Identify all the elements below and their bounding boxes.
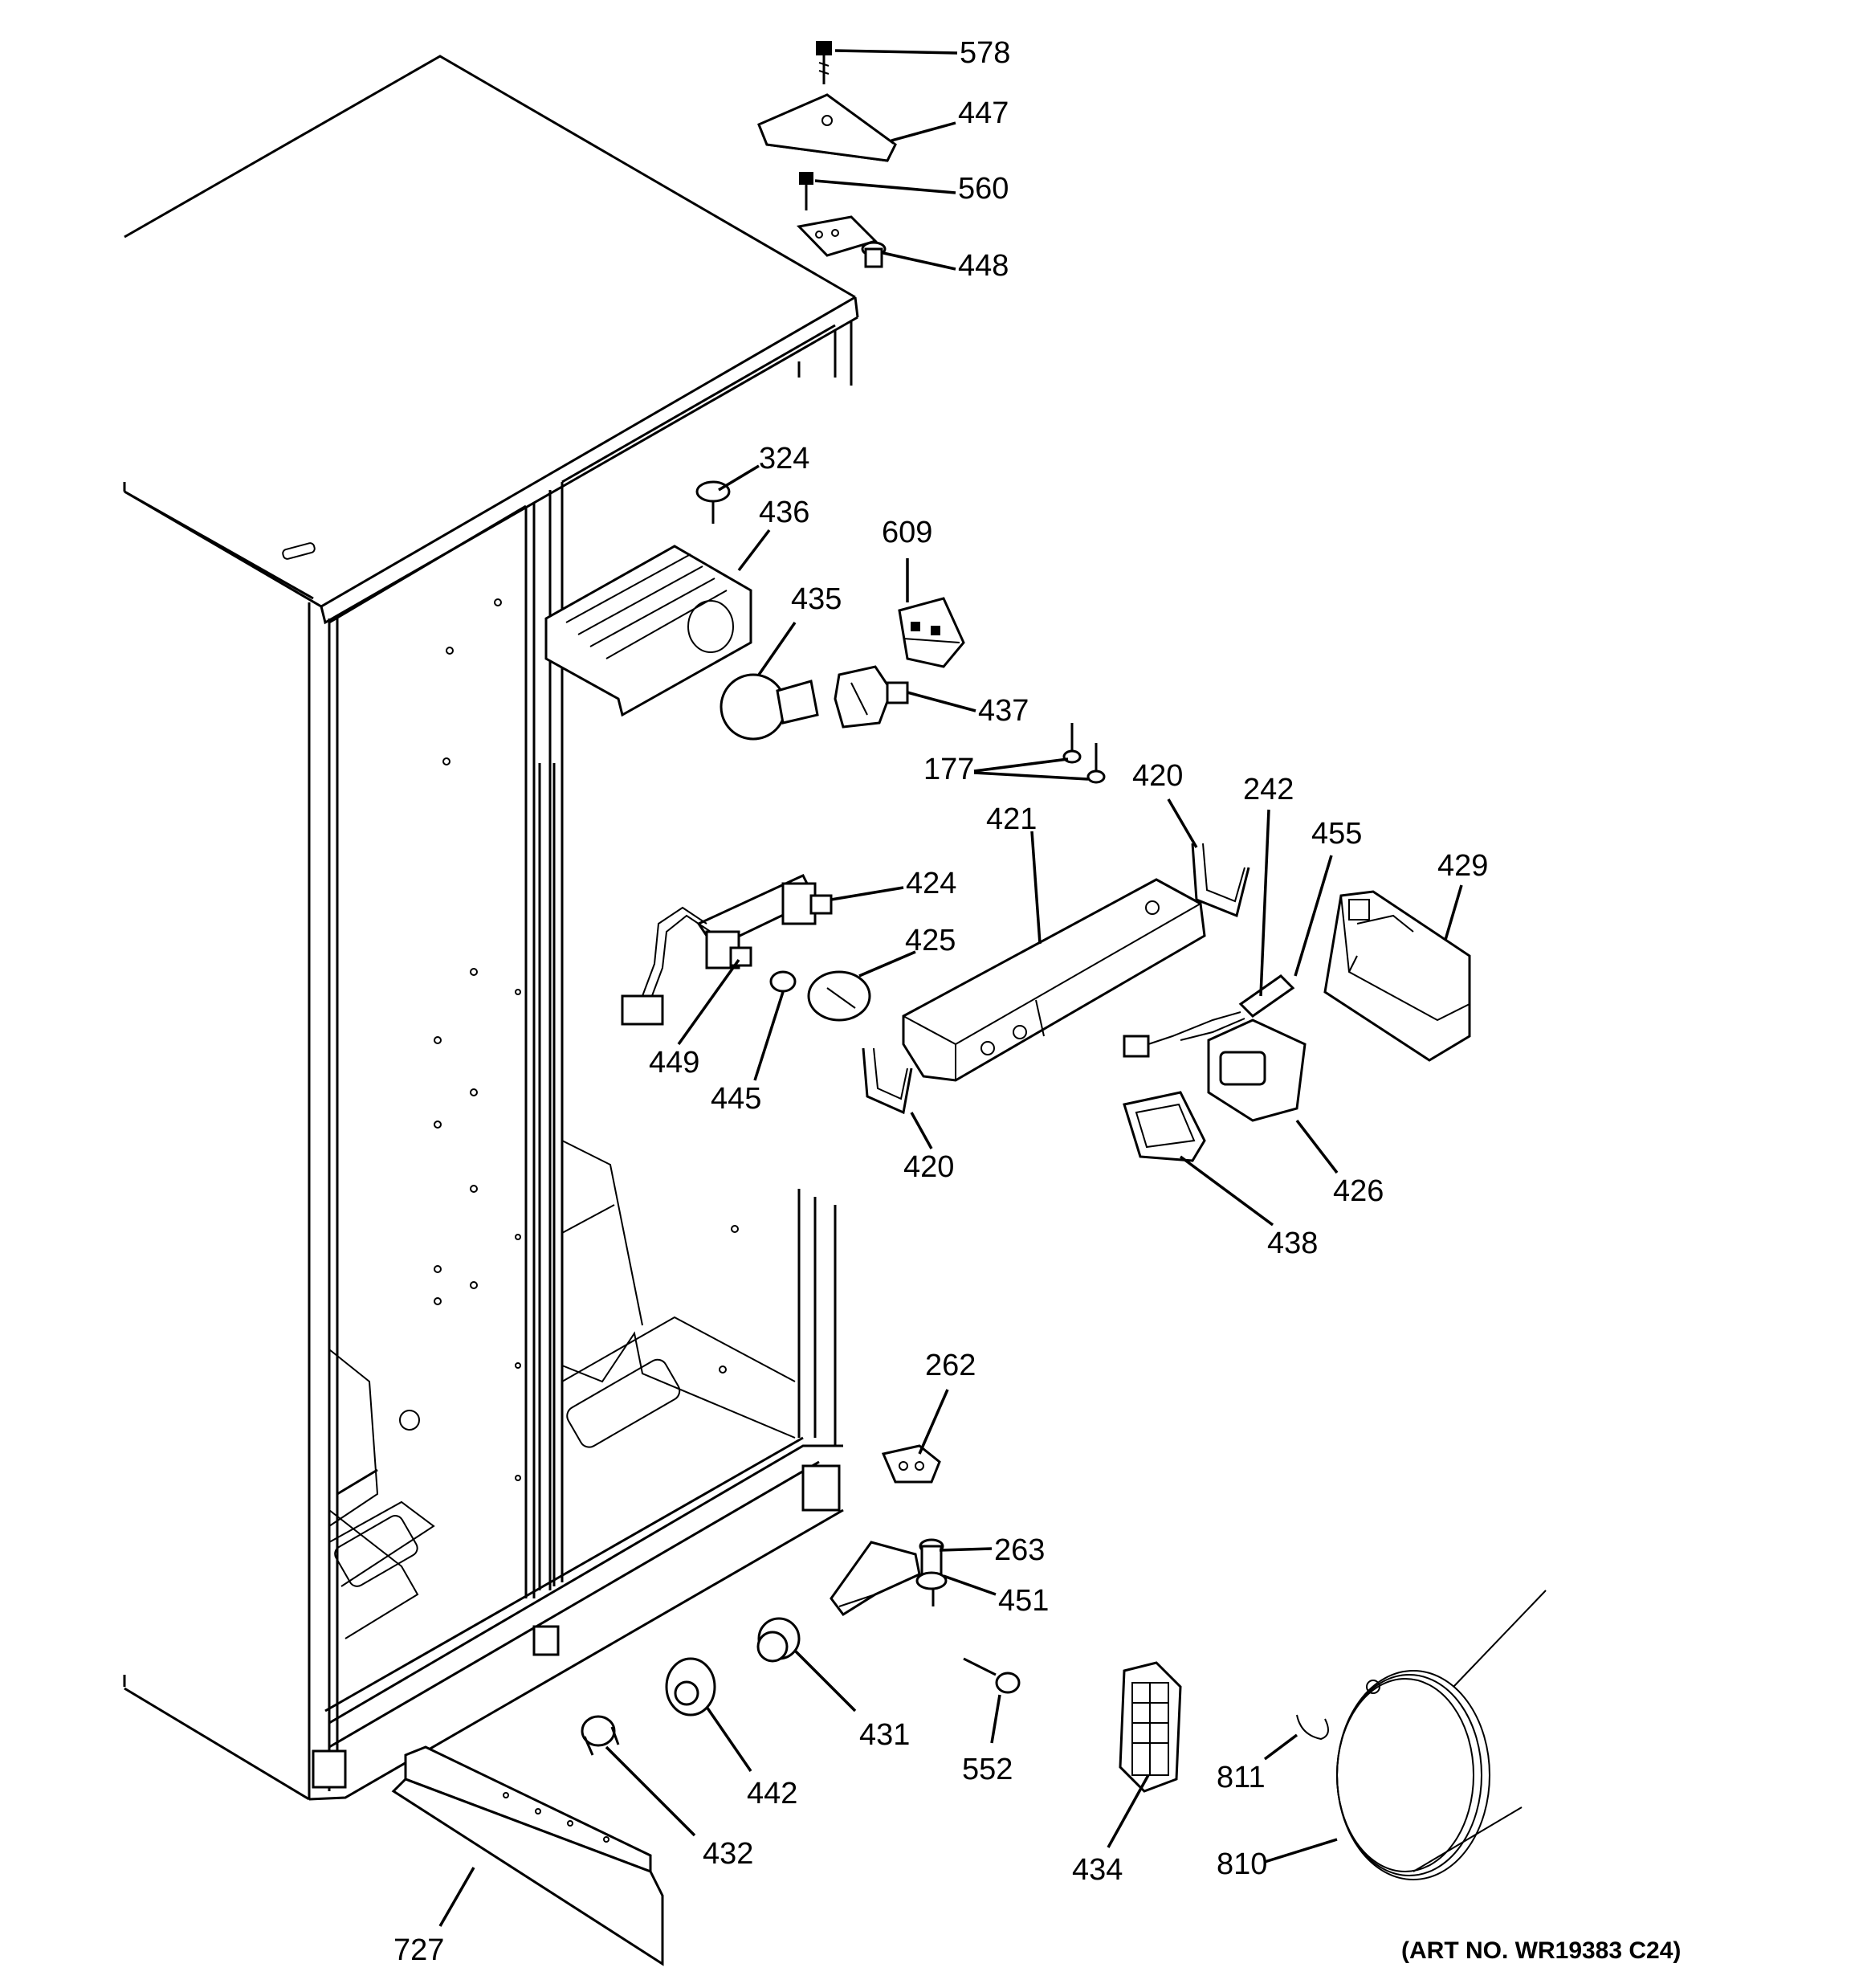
callout-432: 432: [703, 1837, 753, 1871]
part-609-switch: [898, 597, 965, 668]
part-424-thermostat: [621, 874, 833, 1026]
callout-445: 445: [711, 1082, 761, 1116]
callout-810: 810: [1217, 1847, 1267, 1881]
callout-324: 324: [759, 442, 809, 476]
part-448-top-hinge: [796, 215, 887, 268]
callout-552: 552: [962, 1753, 1013, 1786]
refrigerator-cabinet: [123, 55, 859, 1801]
part-436-light-shield: [544, 545, 752, 717]
callout-263: 263: [994, 1533, 1045, 1567]
callout-448: 448: [958, 249, 1009, 283]
callout-420-upper: 420: [1132, 759, 1183, 793]
part-324-screw: [695, 480, 731, 524]
part-420-lower-clip: [862, 1047, 913, 1115]
part-445-bushing: [769, 970, 797, 993]
callout-429: 429: [1437, 849, 1488, 883]
callout-242: 242: [1243, 773, 1294, 806]
callout-177: 177: [923, 753, 974, 786]
part-432-spacer: [581, 1715, 620, 1756]
part-560-screw: [799, 172, 813, 210]
part-262-shim: [881, 1444, 941, 1484]
callout-labels: 578 447 560 448 324 436 609 435 437 177 …: [393, 36, 1681, 1967]
callout-451: 451: [998, 1584, 1049, 1618]
part-435-light-bulb: [720, 673, 819, 741]
part-811-clip: [1296, 1714, 1329, 1741]
part-420-upper-clip: [1191, 843, 1250, 918]
callout-421: 421: [986, 802, 1037, 836]
callout-455: 455: [1311, 817, 1362, 851]
callout-262: 262: [925, 1349, 976, 1382]
part-578-screw: [816, 41, 832, 84]
callout-424: 424: [906, 867, 956, 900]
part-451-bottom-hinge: [830, 1538, 948, 1617]
part-434-grille: [1119, 1661, 1182, 1793]
part-421-control-housing: [902, 878, 1206, 1082]
part-431-bushing: [756, 1617, 801, 1663]
callout-447: 447: [958, 96, 1009, 130]
callout-442: 442: [747, 1777, 797, 1810]
callout-420-lower: 420: [903, 1150, 954, 1184]
callout-449: 449: [649, 1046, 699, 1080]
art-number: (ART NO. WR19383 C24): [1401, 1937, 1681, 1964]
part-552-screw: [963, 1657, 1021, 1694]
callout-434: 434: [1072, 1853, 1123, 1887]
part-437-light-socket: [834, 665, 909, 729]
part-442-washer: [665, 1657, 716, 1717]
callout-578: 578: [960, 36, 1010, 70]
part-425-knob: [807, 970, 871, 1022]
part-177-screws: [1062, 723, 1106, 784]
part-438-bezel: [1123, 1091, 1206, 1162]
callout-437: 437: [978, 694, 1029, 728]
part-242-455-sensor-harness: [1123, 974, 1295, 1058]
part-810-water-line: [1336, 1590, 1547, 1880]
part-429-control-housing: [1323, 890, 1471, 1062]
callout-425: 425: [905, 924, 956, 957]
callout-609: 609: [882, 516, 932, 549]
part-727-kick-plate: [391, 1745, 664, 1966]
callout-436: 436: [759, 496, 809, 529]
part-426-switch-housing: [1207, 1018, 1307, 1122]
callout-560: 560: [958, 172, 1009, 206]
part-447-hinge-cover: [757, 93, 897, 162]
callout-431: 431: [859, 1718, 910, 1752]
callout-727: 727: [393, 1933, 444, 1967]
callout-811: 811: [1217, 1761, 1266, 1794]
callout-438: 438: [1267, 1227, 1318, 1260]
leader-lines: [438, 49, 1463, 1927]
callout-426: 426: [1333, 1174, 1384, 1208]
callout-435: 435: [791, 582, 842, 616]
